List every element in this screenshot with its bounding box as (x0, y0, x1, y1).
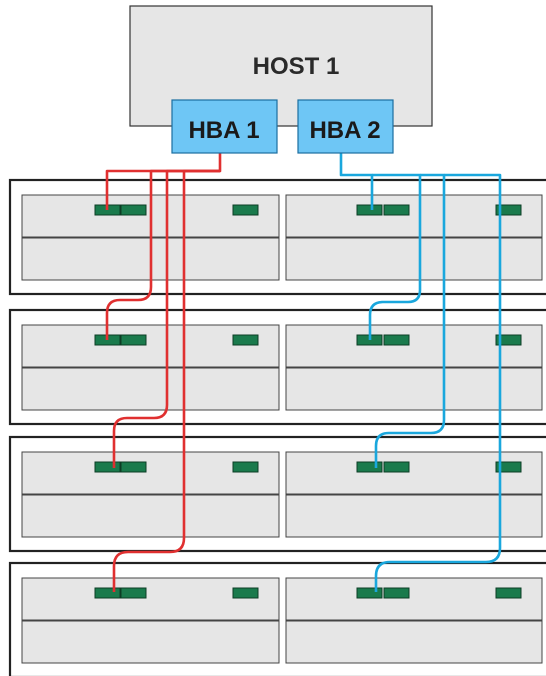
hba-1-cable-4 (112, 169, 220, 592)
port-3 (232, 461, 259, 473)
shelf-1 (8, 178, 546, 296)
port-2 (120, 587, 147, 599)
controller-module-a (21, 324, 280, 368)
controller-module-b (285, 194, 543, 238)
port-3 (495, 461, 522, 473)
port-2 (120, 461, 147, 473)
blank-module-a (21, 367, 280, 411)
port-1 (356, 204, 383, 216)
hba-2-box (297, 99, 394, 154)
shelf-4 (8, 561, 546, 676)
hba-2-label: HBA 2 (309, 117, 380, 144)
controller-module-b (285, 451, 543, 495)
port-3 (232, 204, 259, 216)
port-2 (120, 204, 147, 216)
port-2 (120, 334, 147, 346)
blank-module-b (285, 367, 543, 411)
cables (105, 153, 502, 592)
blank-module-a (21, 494, 280, 538)
hba-2: HBA 2 (297, 99, 394, 154)
blank-module-b (285, 494, 543, 538)
controller-module-b (285, 577, 543, 621)
port-1 (94, 587, 121, 599)
hba-2-cable-3 (374, 173, 446, 468)
host-label: HOST 1 (253, 53, 340, 80)
blank-module-b (285, 620, 543, 664)
blank-module-b (285, 237, 543, 281)
port-3 (495, 334, 522, 346)
hba-2-cable-1 (339, 153, 374, 210)
hba-1-cable-2 (105, 169, 220, 340)
controller-module-b (285, 324, 543, 368)
port-2 (383, 461, 410, 473)
controller-module-a (21, 577, 280, 621)
hba-1-cable-3 (112, 169, 220, 468)
port-2 (383, 204, 410, 216)
blank-module-a (21, 620, 280, 664)
port-3 (232, 587, 259, 599)
hba-2-cable-2 (368, 173, 422, 340)
port-3 (495, 587, 522, 599)
storage-shelves (8, 178, 546, 676)
shelf-3 (8, 435, 546, 553)
port-1 (356, 461, 383, 473)
port-2 (383, 587, 410, 599)
hba-1-box (171, 99, 278, 154)
port-1 (356, 587, 383, 599)
port-1 (94, 461, 121, 473)
hba-1-label: HBA 1 (188, 117, 259, 144)
hba-2-cable-4 (374, 173, 502, 592)
port-3 (232, 334, 259, 346)
controller-module-a (21, 451, 280, 495)
hba-1: HBA 1 (171, 99, 278, 154)
port-3 (495, 204, 522, 216)
port-2 (383, 334, 410, 346)
shelf-2 (8, 308, 546, 426)
